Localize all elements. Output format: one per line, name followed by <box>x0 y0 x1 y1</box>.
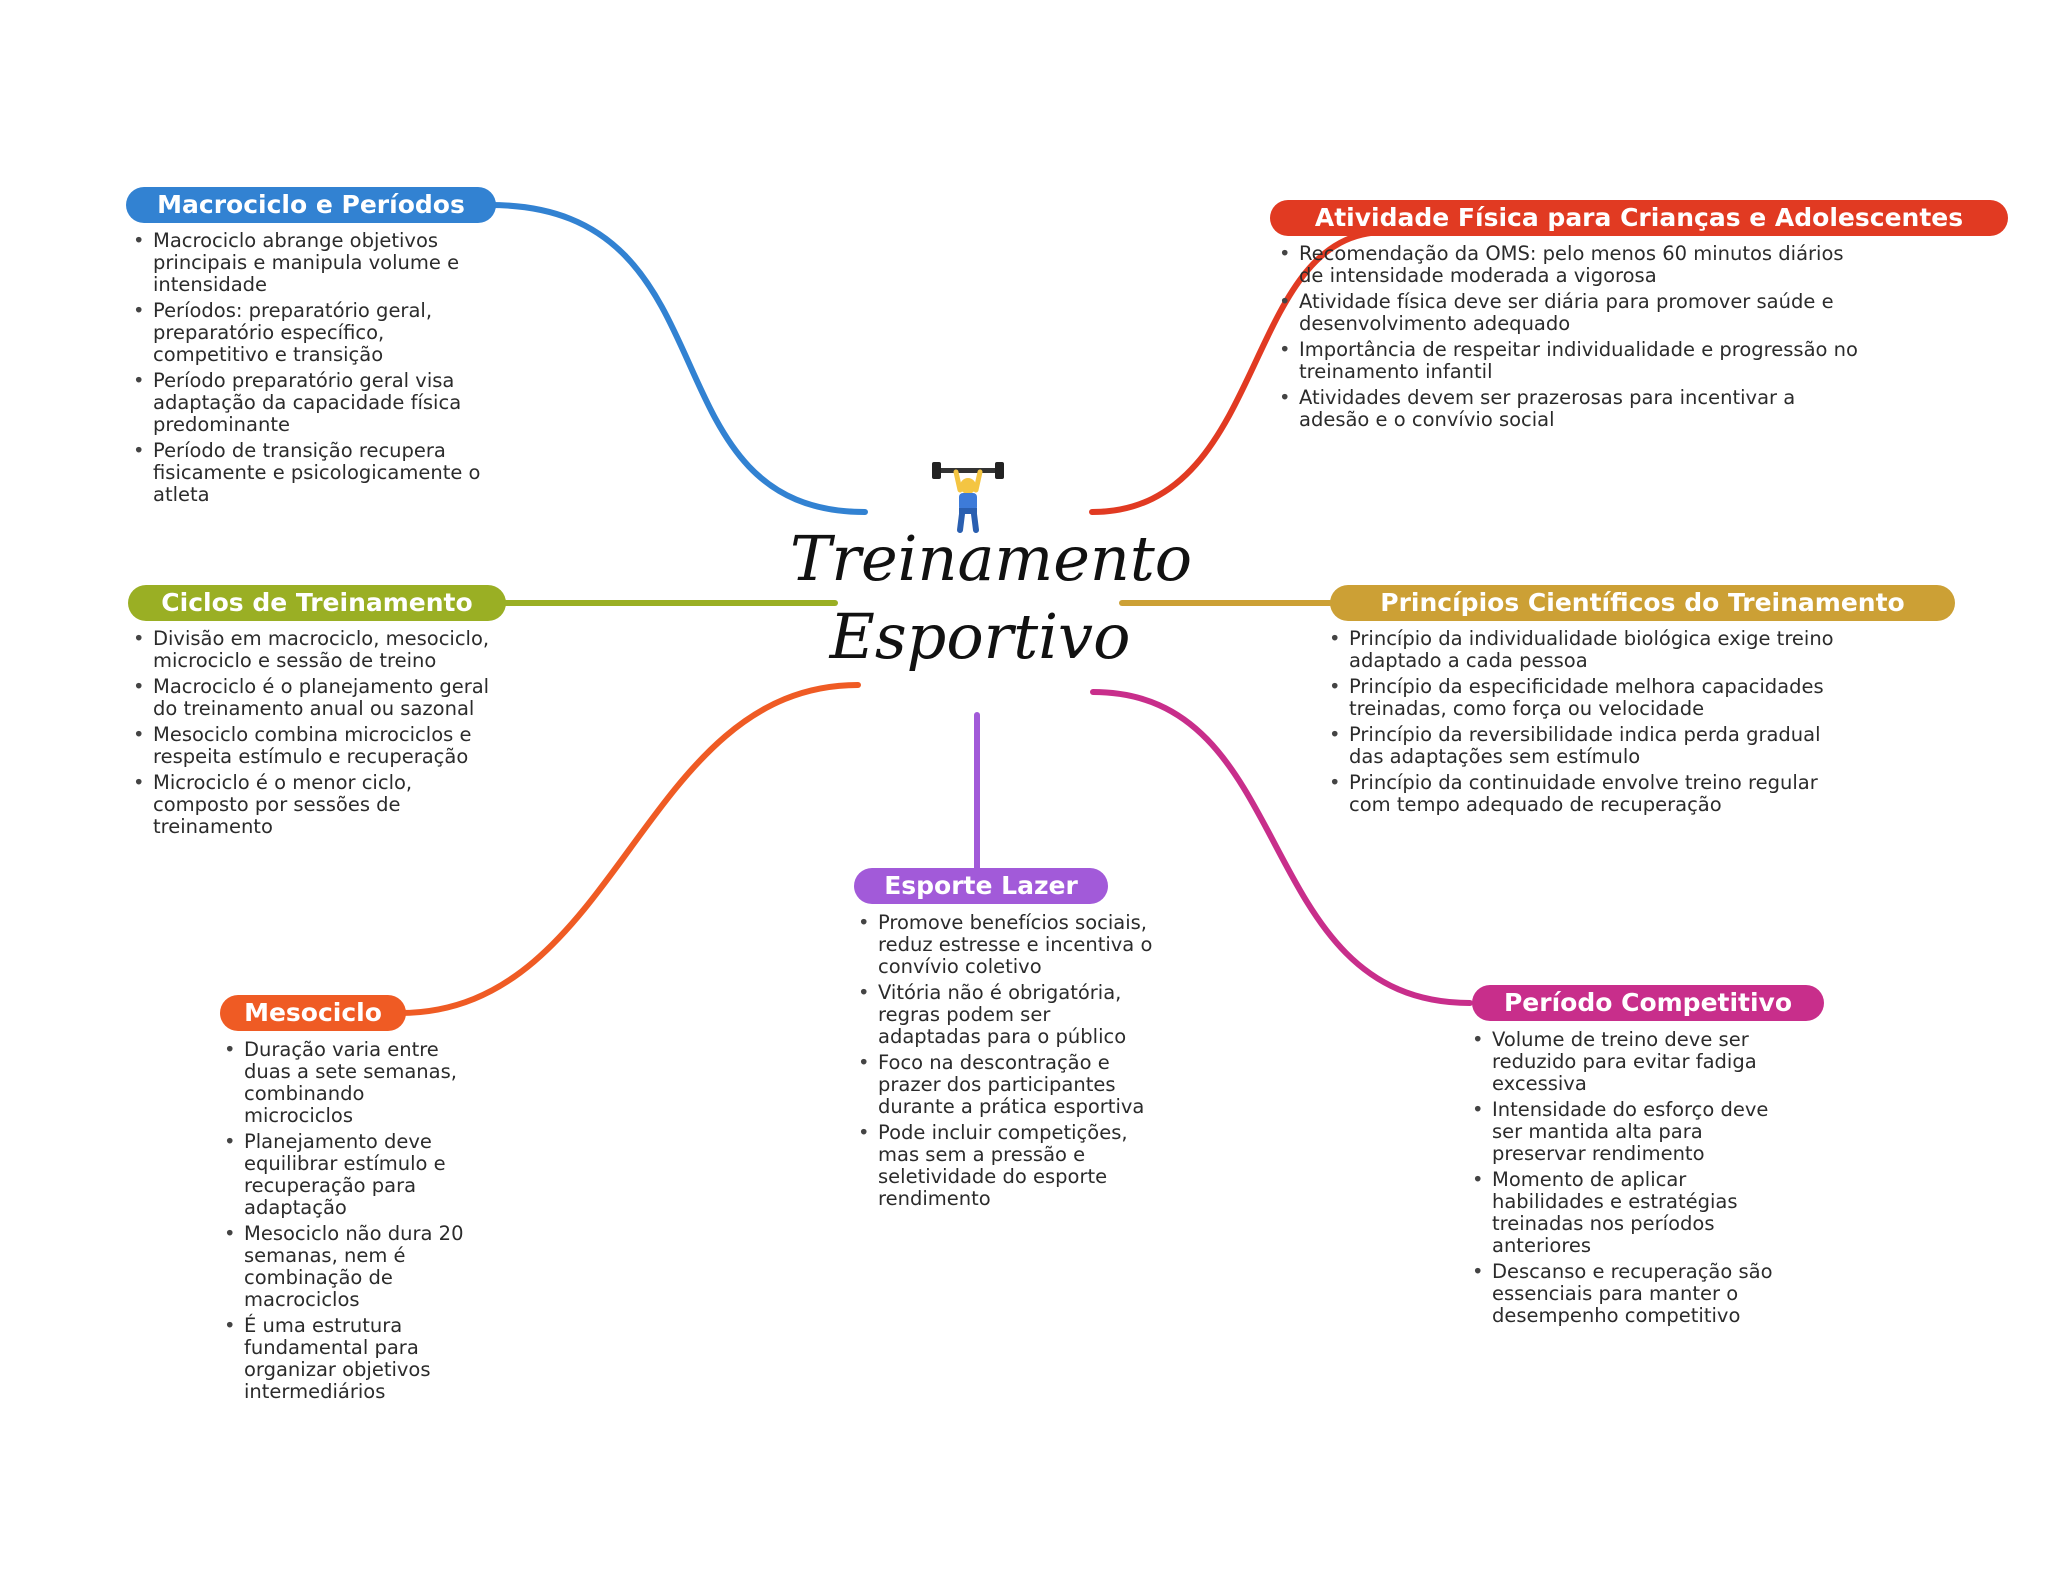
note-item: É uma estrutura fundamental para organiz… <box>222 1315 472 1403</box>
note-item: Descanso e recuperação são essenciais pa… <box>1470 1261 1800 1327</box>
branch-mesociclo-notes: Duração varia entre duas a sete semanas,… <box>222 1039 472 1407</box>
note-item: Vitória não é obrigatória, regras podem … <box>856 982 1156 1048</box>
central-topic: Treinamento Esportivo <box>790 520 1193 676</box>
note-item: Macrociclo abrange objetivos principais … <box>131 230 491 296</box>
note-item: Princípio da continuidade envolve treino… <box>1327 772 1847 816</box>
note-item: Volume de treino deve ser reduzido para … <box>1470 1029 1800 1095</box>
note-item: Promove benefícios sociais, reduz estres… <box>856 912 1156 978</box>
connector-competitivo <box>1090 689 1473 1006</box>
note-item: Macrociclo é o planejamento geral do tre… <box>131 676 491 720</box>
note-item: Atividade física deve ser diária para pr… <box>1277 291 1867 335</box>
note-item: Recomendação da OMS: pelo menos 60 minut… <box>1277 243 1867 287</box>
branch-competitivo-label: Período Competitivo <box>1472 985 1824 1021</box>
branch-ciclos-notes: Divisão em macrociclo, mesociclo, microc… <box>131 628 491 842</box>
branch-lazer-label: Esporte Lazer <box>854 868 1108 904</box>
note-item: Mesociclo não dura 20 semanas, nem é com… <box>222 1223 472 1311</box>
note-item: Atividades devem ser prazerosas para inc… <box>1277 387 1867 431</box>
note-item: Microciclo é o menor ciclo, composto por… <box>131 772 491 838</box>
note-item: Princípio da reversibilidade indica perd… <box>1327 724 1847 768</box>
note-item: Períodos: preparatório geral, preparatór… <box>131 300 491 366</box>
branch-competitivo-notes: Volume de treino deve ser reduzido para … <box>1470 1029 1800 1331</box>
branch-principios-label: Princípios Científicos do Treinamento <box>1330 585 1955 621</box>
central-topic-line-2: Esportivo <box>829 600 1131 673</box>
note-item: Planejamento deve equilibrar estímulo e … <box>222 1131 472 1219</box>
note-item: Duração varia entre duas a sete semanas,… <box>222 1039 472 1127</box>
branch-principios-notes: Princípio da individualidade biológica e… <box>1327 628 1847 820</box>
branch-macrociclo-notes: Macrociclo abrange objetivos principais … <box>131 230 491 510</box>
note-item: Princípio da especificidade melhora capa… <box>1327 676 1847 720</box>
note-item: Mesociclo combina microciclos e respeita… <box>131 724 491 768</box>
note-item: Pode incluir competições, mas sem a pres… <box>856 1122 1156 1210</box>
branch-atividade-notes: Recomendação da OMS: pelo menos 60 minut… <box>1277 243 1867 435</box>
note-item: Período de transição recupera fisicament… <box>131 440 491 506</box>
note-item: Princípio da individualidade biológica e… <box>1327 628 1847 672</box>
note-item: Importância de respeitar individualidade… <box>1277 339 1867 383</box>
branch-macrociclo-label: Macrociclo e Períodos <box>126 187 496 223</box>
branch-lazer-notes: Promove benefícios sociais, reduz estres… <box>856 912 1156 1214</box>
branch-mesociclo-label: Mesociclo <box>220 995 406 1031</box>
branch-ciclos-label: Ciclos de Treinamento <box>128 585 506 621</box>
note-item: Divisão em macrociclo, mesociclo, microc… <box>131 628 491 672</box>
note-item: Período preparatório geral visa adaptaçã… <box>131 370 491 436</box>
note-item: Foco na descontração e prazer dos partic… <box>856 1052 1156 1118</box>
note-item: Intensidade do esforço deve ser mantida … <box>1470 1099 1800 1165</box>
central-topic-line-1: Treinamento <box>790 522 1193 595</box>
note-item: Momento de aplicar habilidades e estraté… <box>1470 1169 1800 1257</box>
weightlifter-icon <box>932 462 1004 533</box>
connector-macrociclo <box>487 202 868 515</box>
connector-mesociclo <box>397 682 861 1016</box>
branch-atividade-label: Atividade Física para Crianças e Adolesc… <box>1270 200 2008 236</box>
